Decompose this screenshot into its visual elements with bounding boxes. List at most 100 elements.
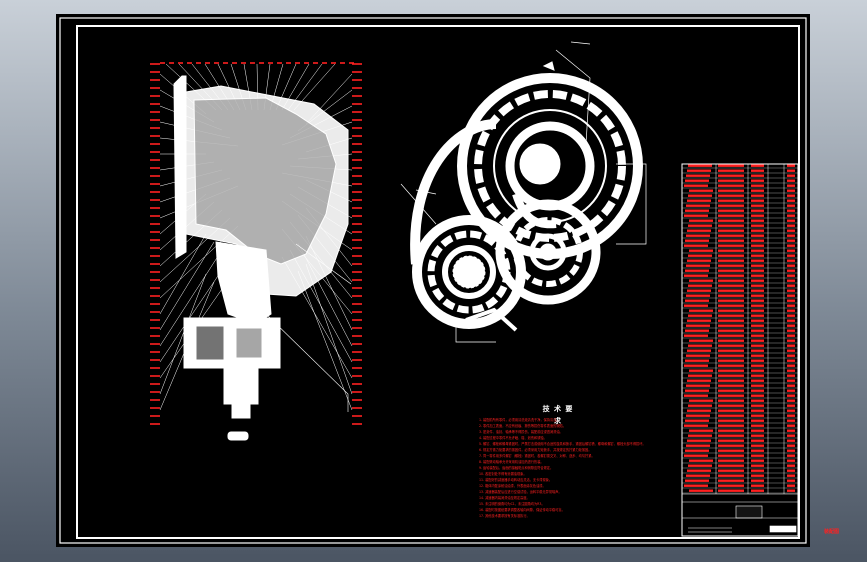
parts-row-text: [685, 329, 709, 332]
parts-row-text: [688, 314, 712, 317]
parts-row-text: [718, 389, 744, 392]
parts-row-text: [751, 419, 764, 422]
parts-row-text: [718, 274, 744, 277]
parts-row-text: [787, 254, 795, 257]
parts-row-text: [787, 424, 795, 427]
parts-row-text: [751, 299, 764, 302]
parts-row-text: [718, 459, 744, 462]
parts-row-text: [787, 359, 795, 362]
parts-row-text: [751, 264, 764, 267]
parts-row-text: [718, 469, 744, 472]
parts-row-text: [718, 479, 744, 482]
parts-row-text: [787, 369, 795, 372]
parts-row-text: [787, 469, 795, 472]
parts-row-text: [689, 219, 713, 222]
leader-line: [297, 270, 353, 411]
parts-row-text: [718, 184, 744, 187]
parts-row-text: [751, 389, 764, 392]
parts-row-text: [718, 279, 744, 282]
parts-row-text: [686, 204, 710, 207]
parts-row-text: [686, 414, 710, 417]
parts-row-text: [688, 344, 712, 347]
drawing-sheet: 技 术 要 求 1. 装配前所有零件，必须用清洗液清洗干净，保持清洁。2. 零件…: [56, 14, 839, 547]
parts-row-text: [751, 219, 764, 222]
parts-row-text: [787, 234, 795, 237]
parts-row-text: [787, 409, 795, 412]
parts-row-text: [751, 224, 764, 227]
parts-row-text: [718, 464, 744, 467]
tech-requirements-title: 技 术 要 求: [542, 405, 574, 425]
cad-drawing: [59, 17, 807, 544]
parts-row-text: [751, 339, 764, 342]
parts-row-text: [751, 294, 764, 297]
leader-line: [305, 263, 353, 395]
parts-row-text: [751, 254, 764, 257]
parts-row-text: [787, 184, 795, 187]
parts-row-text: [684, 184, 708, 187]
parts-row-text: [751, 169, 764, 172]
parts-row-text: [751, 334, 764, 337]
parts-row-text: [751, 309, 764, 312]
parts-row-text: [718, 224, 744, 227]
parts-row-text: [787, 449, 795, 452]
parts-row-text: [787, 374, 795, 377]
parts-row-text: [718, 164, 744, 167]
parts-row-text: [685, 479, 709, 482]
parts-row-text: [685, 419, 709, 422]
tech-note: 15. 未注明的倒角均为C1，未注圆角均为R3。: [479, 502, 545, 506]
parts-row-text: [686, 234, 710, 237]
parts-row-text: [687, 259, 711, 262]
parts-row-text: [751, 249, 764, 252]
parts-row-text: [686, 474, 710, 477]
tech-note: 6. 规定拧紧力矩要求的紧固件，必须采用力矩扳手，并按规定的拧紧力矩紧固。: [479, 448, 592, 452]
parts-row-text: [718, 424, 744, 427]
parts-row-text: [688, 194, 712, 197]
parts-row-text: [787, 339, 795, 342]
parts-row-text: [787, 269, 795, 272]
parts-row-text: [688, 404, 712, 407]
parts-row-text: [684, 484, 708, 487]
parts-row-text: [718, 489, 744, 492]
parts-row-text: [685, 269, 709, 272]
parts-row-text: [787, 474, 795, 477]
parts-row-text: [718, 309, 744, 312]
parts-row-text: [689, 369, 713, 372]
parts-row-text: [751, 459, 764, 462]
tech-requirements-notes: 1. 装配前所有零件，必须用清洗液清洗干净，保持清洁。2. 零件加工表面，不应有…: [479, 417, 724, 519]
parts-row-text: [684, 424, 708, 427]
parts-row-text: [751, 399, 764, 402]
parts-row-text: [787, 304, 795, 307]
parts-row-text: [751, 429, 764, 432]
parts-row-text: [718, 339, 744, 342]
parts-row-text: [787, 249, 795, 252]
parts-row-text: [718, 484, 744, 487]
tech-note: 10. 各密封处不得有渗漏油现象。: [479, 472, 527, 476]
parts-row-text: [787, 274, 795, 277]
parts-row-text: [751, 484, 764, 487]
parts-row-text: [751, 319, 764, 322]
parts-row-text: [787, 264, 795, 267]
parts-row-text: [687, 319, 711, 322]
parts-row-text: [688, 434, 712, 437]
parts-row-text: [751, 384, 764, 387]
parts-row-text: [687, 229, 711, 232]
tech-note: 5. 螺钉、螺栓和螺母紧固时，严禁打击或使用不合适的旋具和扳手，紧固后螺钉槽、螺…: [479, 442, 646, 446]
parts-row-text: [718, 284, 744, 287]
parts-row-text: [751, 364, 764, 367]
parts-row-text: [718, 439, 744, 442]
parts-row-text: [751, 454, 764, 457]
parts-row-text: [787, 389, 795, 392]
parts-row-text: [689, 189, 713, 192]
parts-row-text: [787, 344, 795, 347]
parts-list-rows: [682, 164, 798, 494]
parts-row-text: [751, 189, 764, 192]
parts-row-text: [718, 379, 744, 382]
tech-note: 2. 零件加工表面，不应有划痕、擦伤等损伤零件表面的缺陷。: [479, 424, 566, 428]
parts-row-text: [688, 254, 712, 257]
leader-line: [159, 233, 207, 315]
parts-row-text: [787, 309, 795, 312]
parts-row-text: [718, 404, 744, 407]
parts-row-text: [718, 219, 744, 222]
tech-note: 9. 齿轮装配后，齿面的接触斑点和侧隙应符合规定。: [479, 466, 554, 470]
callout-ladder-right: [352, 63, 362, 425]
